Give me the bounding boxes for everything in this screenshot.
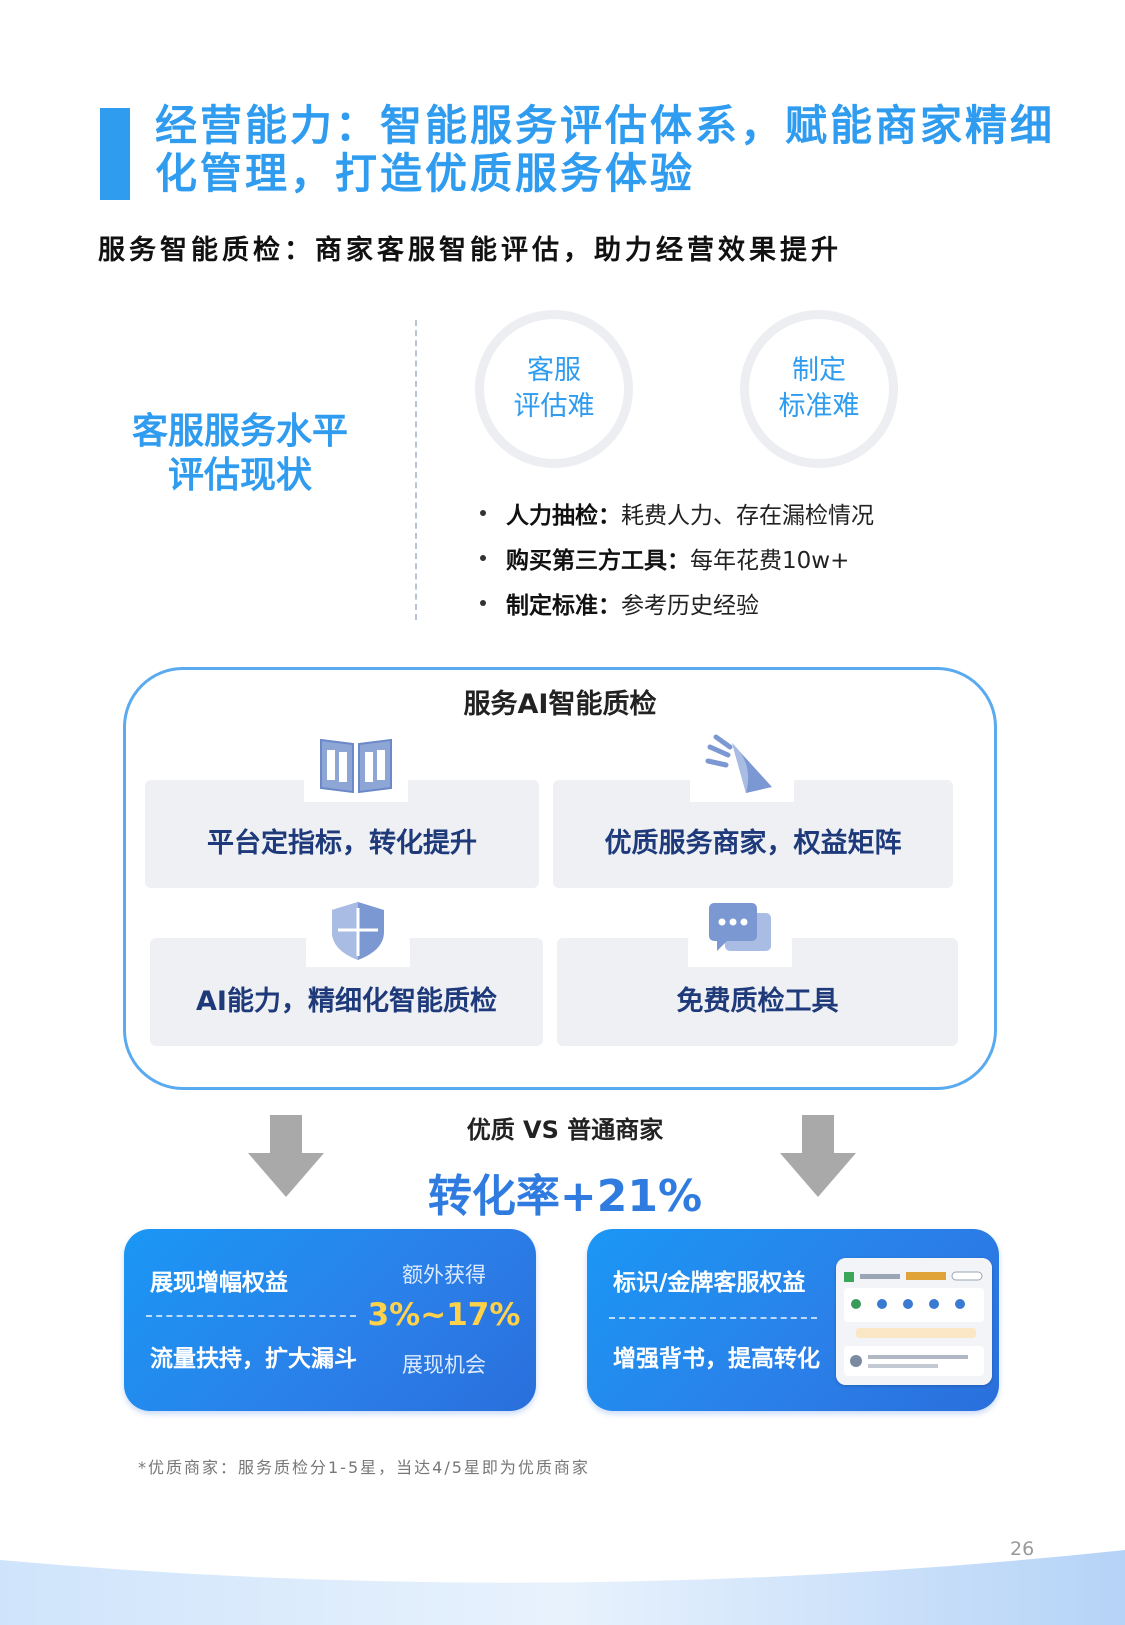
page-number: 26 xyxy=(1010,1538,1035,1560)
panel-desc: 增强背书，提高转化 xyxy=(613,1346,820,1372)
status-bullet-list: 人力抽检：耗费人力、存在漏检情况 购买第三方工具：每年花费10w+ 制定标准：参… xyxy=(480,490,874,625)
bullet-text: 耗费人力、存在漏检情况 xyxy=(621,502,874,529)
feature-card-label: 平台定指标，转化提升 xyxy=(207,827,477,859)
extra-gain-caption: 展现机会 xyxy=(402,1353,486,1377)
status-heading-line2: 评估现状 xyxy=(167,455,312,496)
bullet-bold: 购买第三方工具： xyxy=(506,547,690,574)
feature-card-label: AI能力，精细化智能质检 xyxy=(196,985,497,1017)
ai-box-title: 服务AI智能质检 xyxy=(463,689,657,720)
down-arrow-icon xyxy=(248,1115,324,1197)
conversion-rate: 转化率+21% xyxy=(427,1171,703,1222)
section-divider xyxy=(415,320,417,620)
bullet-bold: 制定标准： xyxy=(506,592,621,619)
page-subtitle: 服务智能质检：商家客服智能评估，助力经营效果提升 xyxy=(98,235,842,266)
bullet-text: 参考历史经验 xyxy=(621,592,759,619)
panel-title: 标识/金牌客服权益 xyxy=(613,1270,806,1296)
panel-title: 展现增幅权益 xyxy=(150,1270,288,1296)
exposure-benefit-panel: 展现增幅权益 流量扶持，扩大漏斗 额外获得 3%~17% 展现机会 xyxy=(124,1229,536,1411)
bullet-dot-icon xyxy=(480,554,486,561)
bullet-bold: 人力抽检： xyxy=(506,502,621,529)
title-accent-bar xyxy=(100,108,130,200)
circle-line2: 评估难 xyxy=(513,391,595,422)
phone-screenshot-thumbnail xyxy=(836,1258,992,1385)
panel-divider xyxy=(609,1317,817,1319)
panel-divider xyxy=(146,1315,356,1317)
bullet-item: 购买第三方工具：每年花费10w+ xyxy=(480,535,874,580)
bullet-text: 每年花费10w+ xyxy=(690,547,850,574)
circle-line1: 制定 xyxy=(792,355,846,386)
feature-card-label: 免费质检工具 xyxy=(676,985,839,1017)
panel-desc: 流量扶持，扩大漏斗 xyxy=(150,1346,357,1372)
feature-card-label: 优质服务商家，权益矩阵 xyxy=(604,827,902,859)
chat-icon xyxy=(688,893,792,967)
shield-icon xyxy=(306,893,410,967)
difficulty-circle-standard: 制定 标准难 xyxy=(740,310,898,468)
book-icon xyxy=(304,728,408,802)
circle-line1: 客服 xyxy=(527,355,581,386)
status-heading: 客服服务水平 评估现状 xyxy=(100,410,380,498)
extra-gain-label: 额外获得 xyxy=(402,1263,486,1287)
bullet-dot-icon xyxy=(480,599,486,606)
status-heading-line1: 客服服务水平 xyxy=(131,411,348,452)
extra-gain-value: 3%~17% xyxy=(367,1297,521,1333)
footer-wave xyxy=(0,1550,1125,1625)
difficulty-circle-evaluation: 客服 评估难 xyxy=(475,310,633,468)
rocket-icon xyxy=(690,728,794,802)
circle-line2: 标准难 xyxy=(778,391,860,422)
footnote: *优质商家：服务质检分1-5星，当达4/5星即为优质商家 xyxy=(138,1458,590,1477)
bullet-dot-icon xyxy=(480,509,486,516)
page-title: 经营能力：智能服务评估体系，赋能商家精细化管理，打造优质服务体验 xyxy=(155,101,1056,198)
bullet-item: 制定标准：参考历史经验 xyxy=(480,580,874,625)
comparison-label: 优质 VS 普通商家 xyxy=(466,1116,664,1144)
down-arrow-icon xyxy=(780,1115,856,1197)
bullet-item: 人力抽检：耗费人力、存在漏检情况 xyxy=(480,490,874,535)
